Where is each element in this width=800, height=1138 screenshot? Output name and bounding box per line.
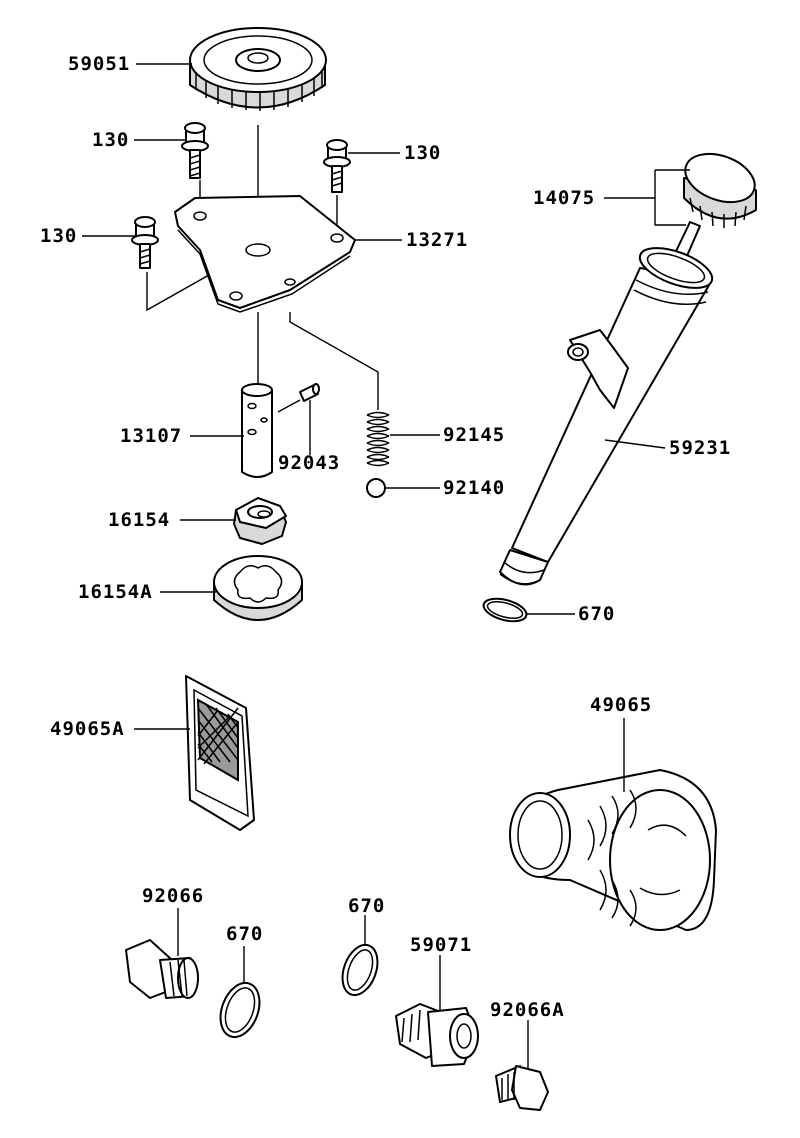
tube-59231[interactable] — [499, 240, 717, 586]
fitting-59071[interactable] — [395, 1003, 479, 1067]
bolt-130-b[interactable] — [323, 139, 351, 193]
label-670-c: 670 — [348, 895, 385, 917]
label-16154: 16154 — [108, 509, 170, 531]
callout-labels: 59051 130 130 130 13271 14075 13107 9204… — [40, 53, 731, 1021]
o-ring-670-b[interactable] — [214, 978, 267, 1043]
label-92043: 92043 — [278, 452, 340, 474]
pin-92043[interactable] — [299, 383, 320, 402]
strainer-49065A[interactable] — [185, 675, 255, 831]
label-92066: 92066 — [142, 885, 204, 907]
label-670-b: 670 — [226, 923, 263, 945]
label-130-b: 130 — [404, 142, 441, 164]
gear-59051[interactable] — [189, 27, 327, 111]
bolt-130-a[interactable] — [181, 122, 209, 179]
label-14075: 14075 — [533, 187, 595, 209]
rotor-16154[interactable] — [233, 497, 287, 545]
rotor-16154A[interactable] — [213, 555, 303, 621]
label-49065A: 49065A — [50, 718, 125, 740]
label-59051: 59051 — [68, 53, 130, 75]
label-92066A: 92066A — [490, 999, 565, 1021]
label-92140: 92140 — [443, 477, 505, 499]
bolt-130-c[interactable] — [131, 216, 159, 269]
leaders — [82, 63, 690, 1068]
label-49065: 49065 — [590, 694, 652, 716]
label-16154A: 16154A — [78, 581, 153, 603]
label-59231: 59231 — [669, 437, 731, 459]
o-ring-670-a[interactable] — [481, 595, 529, 626]
oil-filter-49065[interactable] — [509, 769, 717, 931]
label-92145: 92145 — [443, 424, 505, 446]
dipstick-14075[interactable] — [667, 145, 761, 273]
label-13271: 13271 — [406, 229, 468, 251]
plate-13271[interactable] — [174, 195, 356, 313]
shaft-13107[interactable] — [241, 383, 273, 478]
label-130-a: 130 — [92, 129, 129, 151]
plug-92066A[interactable] — [495, 1065, 549, 1111]
o-ring-670-c[interactable] — [336, 940, 384, 1000]
label-670-a: 670 — [578, 603, 615, 625]
drain-plug-92066[interactable] — [125, 939, 199, 999]
ball-92140[interactable] — [366, 478, 386, 498]
label-130-c: 130 — [40, 225, 77, 247]
label-13107: 13107 — [120, 425, 182, 447]
spring-92145[interactable] — [366, 411, 390, 467]
label-59071: 59071 — [410, 934, 472, 956]
